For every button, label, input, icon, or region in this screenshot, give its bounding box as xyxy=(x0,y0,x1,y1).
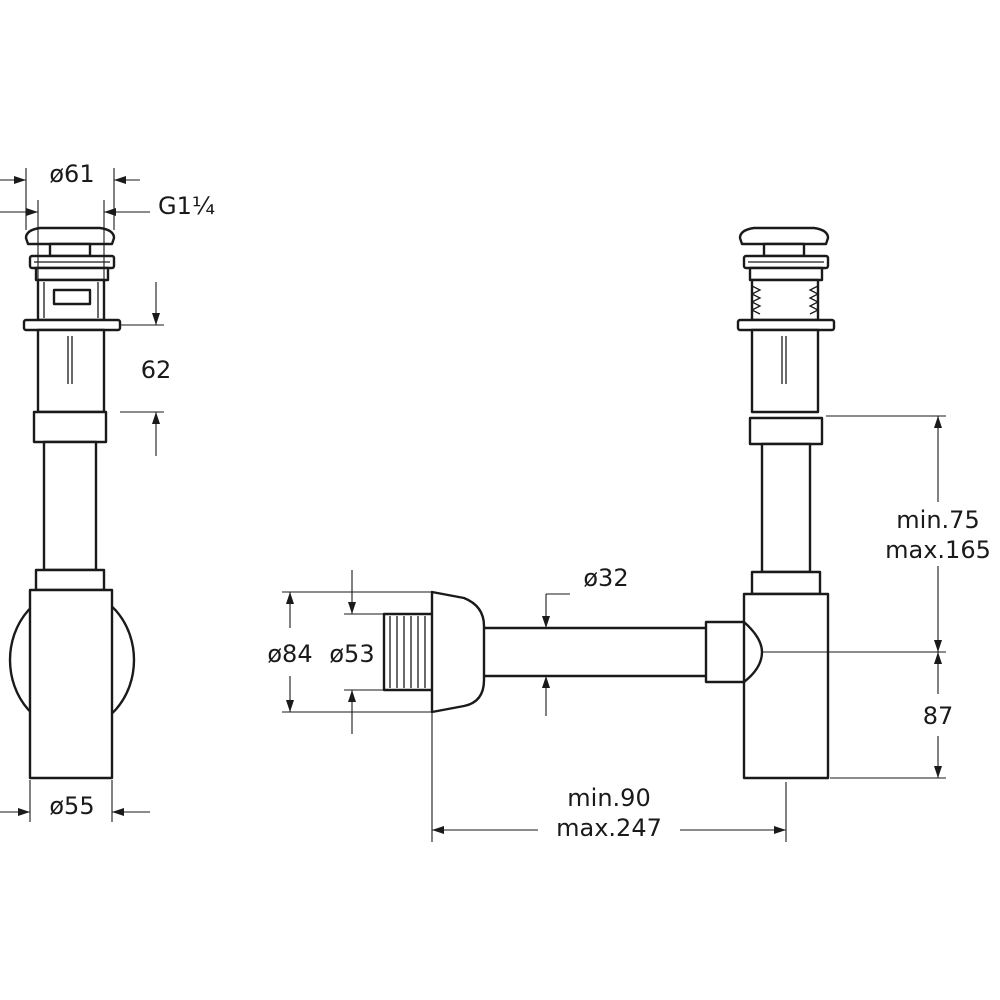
popup-cap-right xyxy=(738,226,830,246)
label-dia-84: ø84 xyxy=(267,640,312,668)
label-thread: G1¼ xyxy=(158,192,215,220)
cap-stem-left xyxy=(48,242,92,258)
wall-rosette xyxy=(430,590,486,714)
nut-right xyxy=(748,416,824,446)
nut-left xyxy=(32,410,108,444)
trap-collar-right xyxy=(750,570,822,596)
label-min-75: min.75 xyxy=(896,506,979,534)
slot-left xyxy=(52,288,92,306)
trap-body-left xyxy=(28,588,114,780)
trap-body-right xyxy=(742,592,830,780)
tailpiece-left xyxy=(36,328,106,414)
label-height-87: 87 xyxy=(923,702,954,730)
ring-left xyxy=(34,266,110,282)
label-dia-32: ø32 xyxy=(583,564,628,592)
vertical-pipe-right xyxy=(760,442,812,574)
wall-thread-ring xyxy=(382,612,438,692)
label-dia-55: ø55 xyxy=(49,792,94,820)
dimension-lines xyxy=(0,168,946,842)
locknut-left xyxy=(22,318,122,332)
popup-cap-left xyxy=(24,226,116,246)
tailpiece-right xyxy=(750,328,820,414)
locknut-right xyxy=(736,318,836,332)
vertical-pipe-left xyxy=(42,440,98,572)
label-height-62: 62 xyxy=(141,356,172,384)
ring-right xyxy=(748,266,824,282)
cap-stem-right xyxy=(762,242,806,258)
horizontal-pipe xyxy=(468,626,717,678)
front-view-trap xyxy=(382,226,836,780)
label-min-90: min.90 xyxy=(567,784,650,812)
label-max-165: max.165 xyxy=(885,536,991,564)
trap-collar-left xyxy=(34,568,106,592)
threaded-body-right xyxy=(750,278,820,322)
label-max-247: max.247 xyxy=(556,814,662,842)
dimension-labels: ø61 G1¼ 62 ø55 ø84 ø53 ø32 min.75 max.16… xyxy=(49,160,990,842)
label-dia-61: ø61 xyxy=(49,160,94,188)
label-dia-53: ø53 xyxy=(329,640,374,668)
side-view-trap xyxy=(8,226,136,780)
